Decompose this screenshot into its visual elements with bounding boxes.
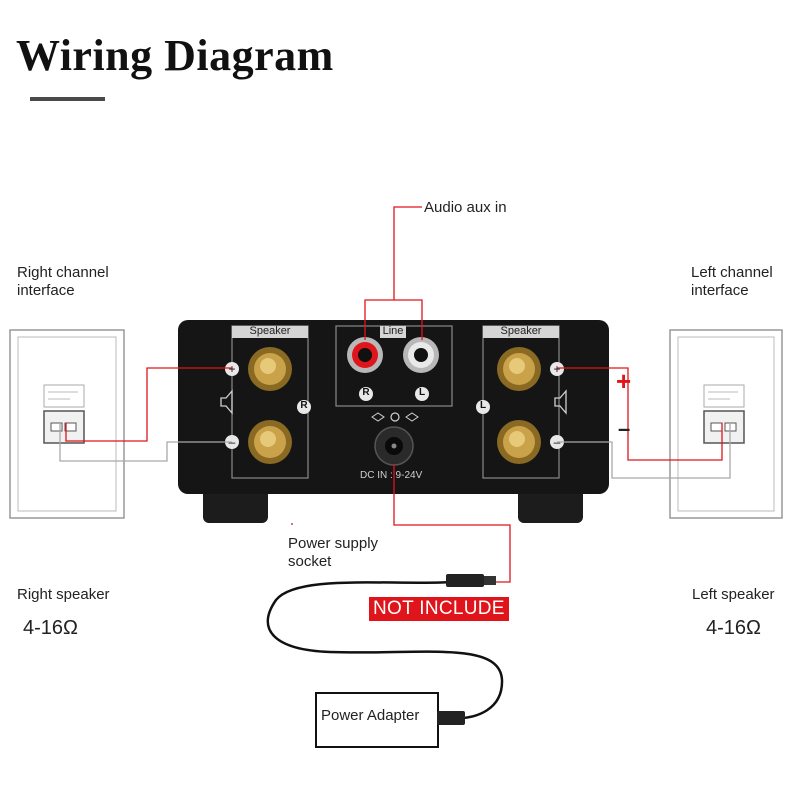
binding-post-r-minus <box>248 420 292 464</box>
right-speaker-cabinet <box>9 329 125 519</box>
right-channel-interface-label: Right channel interface <box>17 264 109 299</box>
adapter-plug <box>437 711 465 725</box>
amp-foot-right <box>518 485 583 523</box>
binding-post-l-plus <box>497 347 541 391</box>
dc-plug <box>446 574 484 587</box>
amp-channel-r-badge: R <box>300 400 308 411</box>
rca-jack-right <box>347 337 383 373</box>
not-include-badge: NOT INCLUDE <box>369 597 509 621</box>
rca-jack-left <box>403 337 439 373</box>
adapter-cable <box>266 577 504 720</box>
left-speaker-impedance: 4-16Ω <box>706 617 761 639</box>
amp-speaker-label-right-channel: Speaker <box>249 325 291 337</box>
power-adapter-label: Power Adapter <box>321 707 420 724</box>
binding-post-l-minus <box>497 420 541 464</box>
power-supply-socket-label: Power supply socket <box>288 535 379 570</box>
svg-text:–: – <box>229 435 236 449</box>
red-wires <box>65 206 723 583</box>
amp-foot-left <box>203 485 268 523</box>
dc-socket <box>374 426 414 466</box>
title-underline <box>30 97 105 101</box>
right-speaker-label: Right speaker <box>17 586 110 603</box>
svg-text:+: + <box>228 362 235 376</box>
power-adapter-box <box>315 692 439 748</box>
left-channel-interface-label: Left channel interface <box>691 264 773 299</box>
line-r-badge: R <box>362 387 370 398</box>
page-title: Wiring Diagram <box>16 31 334 80</box>
gray-wires <box>59 423 731 479</box>
audio-aux-in-label: Audio aux in <box>424 199 507 216</box>
dc-in-label: DC IN : 9-24V <box>360 470 423 481</box>
binding-post-r-plus <box>248 347 292 391</box>
svg-text:+: + <box>553 362 560 376</box>
right-speaker-impedance: 4-16Ω <box>23 617 78 639</box>
line-l-badge: L <box>418 387 426 398</box>
left-speaker-cabinet <box>669 329 783 519</box>
amp-channel-l-badge: L <box>479 400 487 411</box>
amp-speaker-label-left-channel: Speaker <box>500 325 542 337</box>
plus-sign: + <box>616 366 632 396</box>
amp-line-label: Line <box>382 325 404 337</box>
left-speaker-label: Left speaker <box>692 586 775 603</box>
minus-sign: – <box>618 416 631 441</box>
